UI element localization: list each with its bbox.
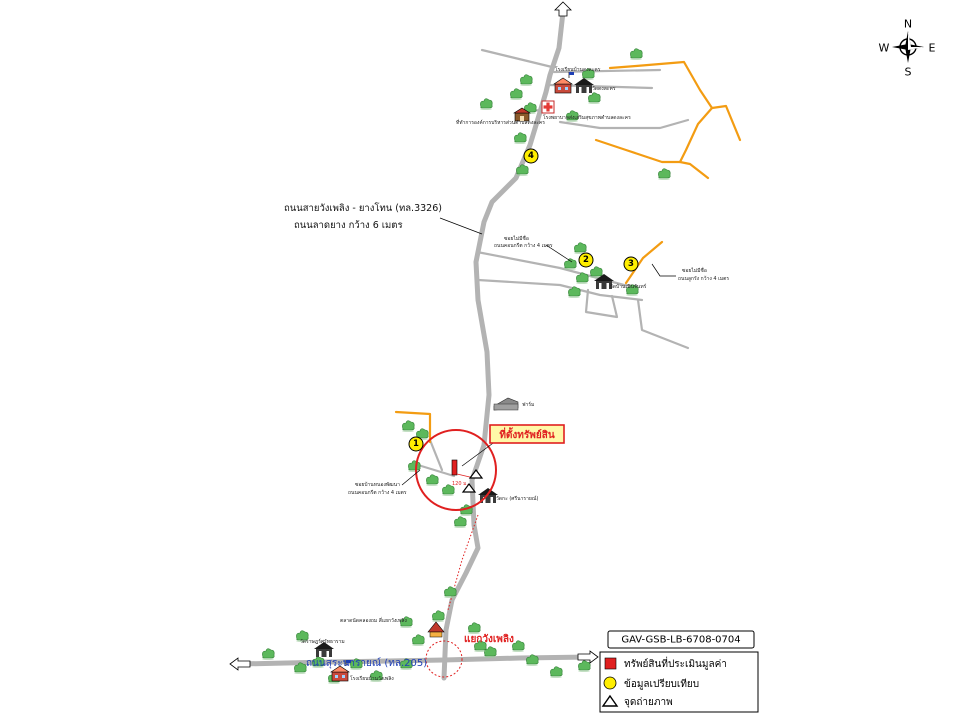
compass-e: E [929,42,936,55]
main-road-label-line2: ถนนลาดยาง กว้าง 6 เมตร [294,220,403,231]
west-road-arrow [229,657,251,671]
label-temple-mid: วัดบ้านเนินจันทร์ [610,283,647,290]
label-school-top: โรงเรียนบ้านดงละคร [555,66,601,73]
subject-distance-label: 120 ม. [452,481,468,487]
label-soi-cmp1-1: ซอยบ้านหนองพัฒนา [355,481,400,488]
trail-top [608,60,714,110]
top-west-road [480,48,554,69]
svg-text:2: 2 [583,255,589,265]
soi-cmp2-leader [545,244,573,263]
subject-label: ที่ตั้งทรัพย์สิน [499,427,554,441]
label-hospital: โรงพยาบาลส่งเสริมสุขภาพตำบลดงละคร [543,114,631,121]
label-soi-cmp3-2: ถนนลูกรัง กว้าง 4 เมตร [678,275,729,282]
soi-cmp3-leader [651,263,676,277]
label-farm: ฟาร์ม [522,401,534,408]
subject-label-box [489,424,565,444]
map-legend: ทรัพย์สินที่ประเมินมูลค่า ข้อมูลเปรียบเท… [599,651,759,713]
label-soi-cmp1-2: ถนนคอนกรีต กว้าง 4 เมตร [348,489,407,496]
compass-s: S [905,66,912,79]
legend-photo-icon [601,694,619,707]
label-temple-top: วัดดงละคร [592,86,616,92]
trail-top-east [710,104,742,142]
svg-text:4: 4 [528,151,534,161]
market-icon [427,621,445,638]
mid-se-road [636,298,690,350]
reference-code: GAV-GSB-LB-6708-0704 [621,635,740,646]
compass-n: N [904,18,912,31]
compass-rose: N S E W [879,18,936,79]
photo-point-icon [461,483,477,493]
top-se-road [558,118,690,130]
junction-label: แยกวังเพลิง [464,633,514,645]
trail-top-loop [678,106,714,180]
photo-point-icon [468,469,484,479]
label-soi-cmp2-1: ซอยไม่มีชื่อ [504,235,529,242]
comparable-marker-3: 3 [623,256,639,272]
svg-text:3: 3 [628,259,634,269]
mid-loop-road [584,288,619,319]
legend-subject-swatch [604,657,617,670]
junction-circle [425,640,463,678]
hospital-icon-top [541,100,555,114]
main-road-label-line1: ถนนสายวังเพลิง - ยางโทน (ทล.3326) [284,202,442,214]
soi-cmp1-leader [401,469,421,486]
subject-property: 120 ม. [415,429,497,511]
svg-text:1: 1 [413,439,419,449]
label-school-south: โรงเรียนบ้านวังเพลิง [350,675,394,682]
main-highway-road [441,9,566,681]
compass-w: W [879,42,890,55]
legend-compare-label: ข้อมูลเปรียบเทียบ [624,678,699,690]
top-east-road-1 [552,68,662,74]
trail-cmp3 [624,240,664,285]
temple-top-icon [574,78,594,93]
comparable-marker-4: 4 [523,148,539,164]
east-road-arrow [577,650,599,664]
soi-west-branch [428,438,444,472]
comparable-marker-2: 2 [578,252,594,268]
trail-cmp1 [394,410,432,444]
legend-compare-swatch [603,676,617,690]
unpaved-trails [394,60,742,444]
road-network [237,9,690,681]
subject-radius-circle [415,429,497,511]
soi-west-road [416,463,456,478]
school-top-icon [553,71,575,94]
farm-building-icon [493,397,519,411]
south-road-label: ถนนสุระนารายณ์ (ทล.205) [306,657,427,669]
legend-photo-label: จุดถ่ายภาพ [624,697,673,708]
reference-code-box: GAV-GSB-LB-6708-0704 [607,630,755,649]
comparable-marker-1: 1 [408,436,424,452]
trail-top-south [594,138,682,164]
label-soi-cmp3-1: ซอยไม่มีชื่อ [682,267,707,274]
label-soi-cmp2-2: ถนนคอนกรีต กว้าง 4 เมตร [494,242,553,249]
label-market: ตลาดนัดคลองถม สี่แยกวังเพลิง [340,617,407,624]
north-road-arrow [554,1,572,17]
label-sao-office: ที่ทำการองค์การบริหารส่วนตำบลดงละคร [456,119,545,126]
label-temple-south: วัดราษฎร์ศรัทธาราม [300,638,345,645]
legend-subject-label: ทรัพย์สินที่ประเมินมูลค่า [624,656,727,670]
subject-parcel-marker [451,459,458,476]
label-temple-near: วัดกะ (ศรีนารายณ์) [496,495,538,502]
main-road-leader [439,217,483,235]
